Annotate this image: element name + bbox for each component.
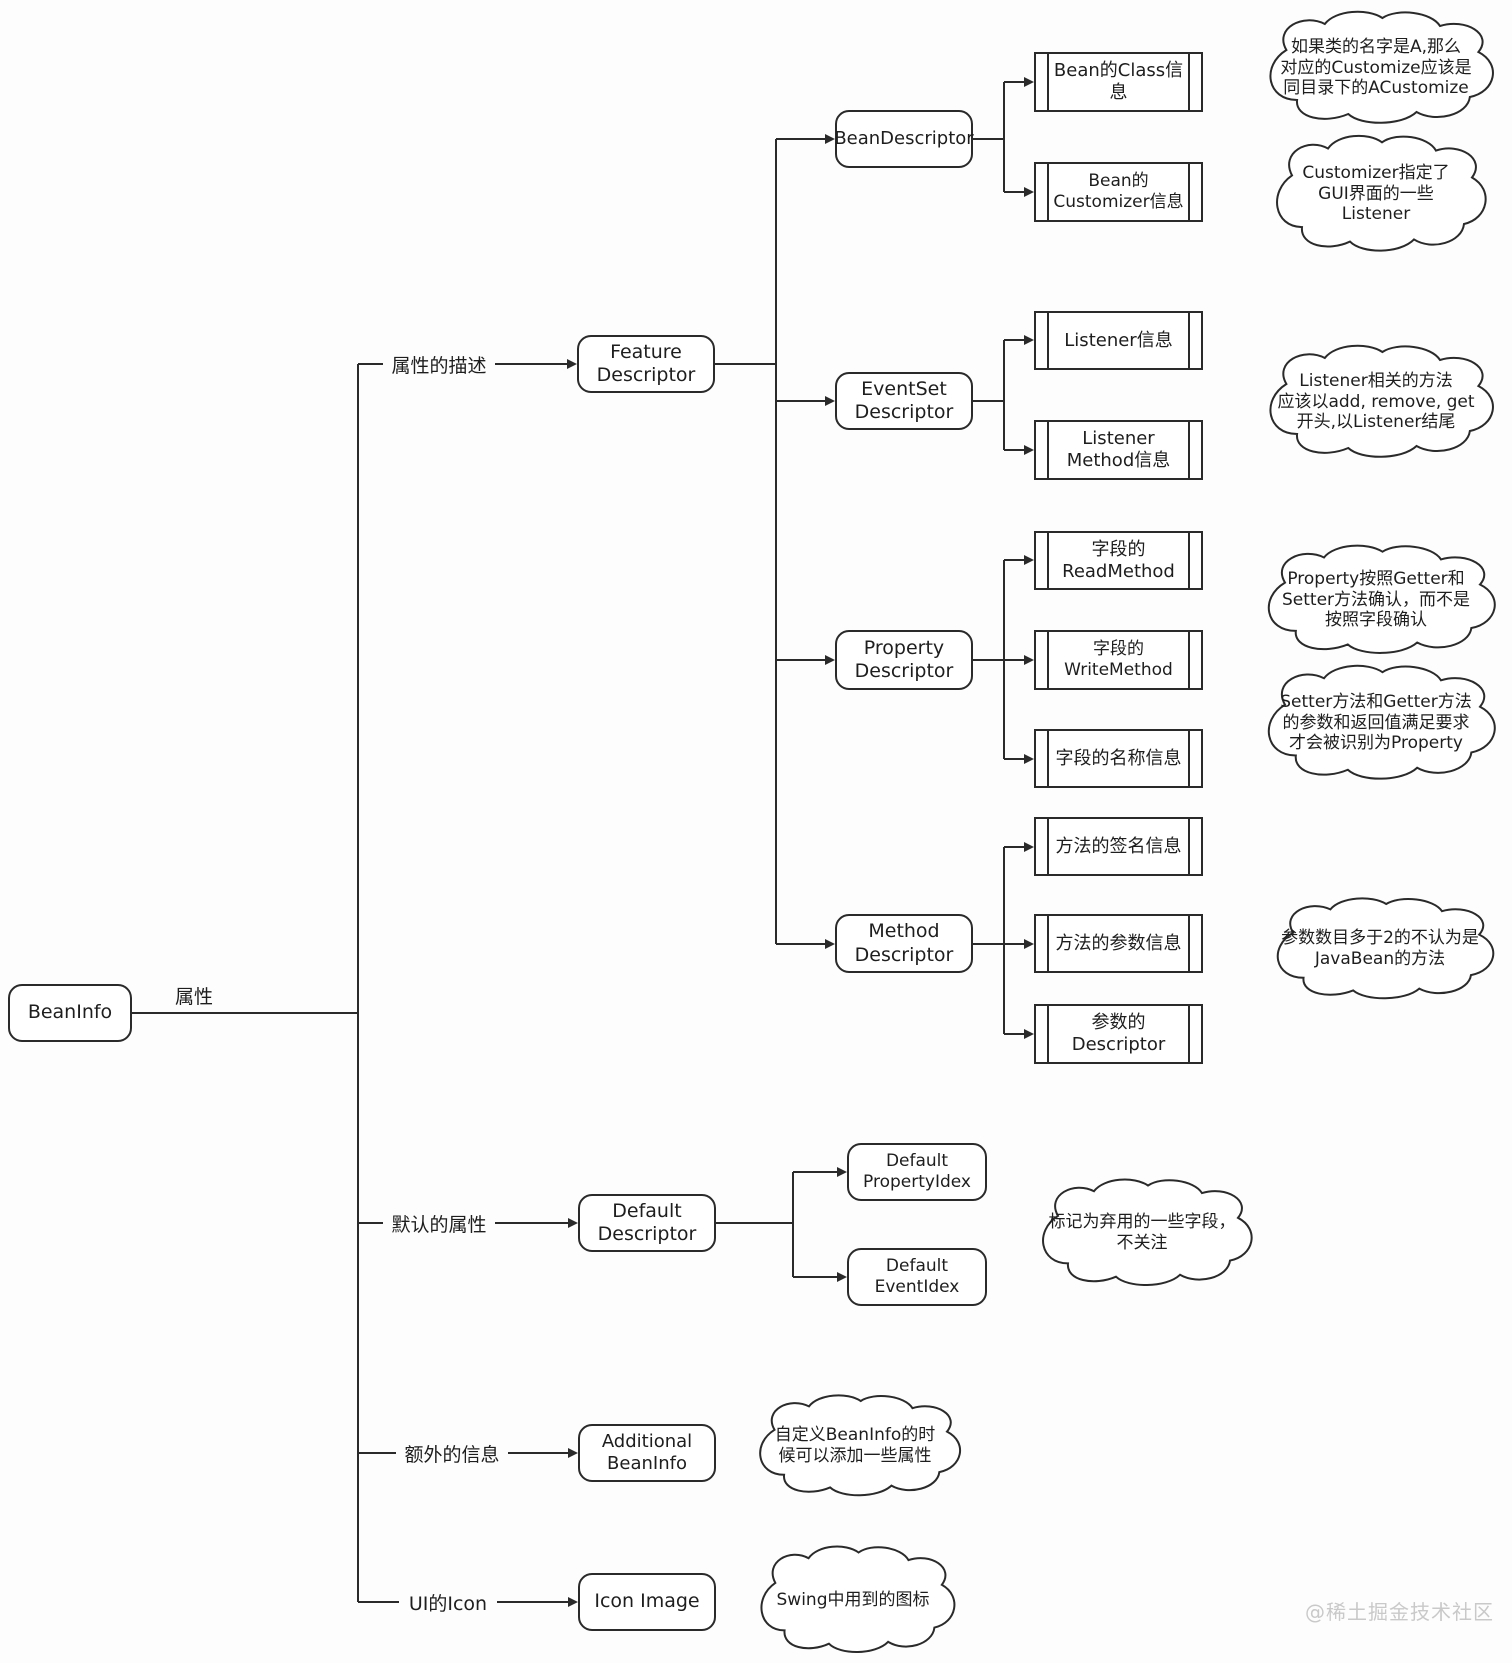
cloud-shape: [1248, 342, 1504, 462]
node-property-descriptor: Property Descriptor: [835, 630, 973, 690]
node-eventset-descriptor: EventSet Descriptor: [835, 372, 973, 430]
watermark: @稀土掘金技术社区: [1305, 1600, 1494, 1624]
node-default-event-idex: Default EventIdex: [847, 1248, 987, 1306]
cloud-deprecated-fields: 标记为弃用的一些字段， 不关注: [1022, 1176, 1262, 1290]
cloud-shape: [740, 1392, 970, 1500]
cloud-custom-beaninfo: 自定义BeanInfo的时 候可以添加一些属性: [740, 1392, 970, 1500]
leaf-write-method: 字段的 WriteMethod: [1034, 630, 1203, 690]
leaf-listener-info: Listener信息: [1034, 311, 1203, 370]
leaf-field-name-info: 字段的名称信息: [1034, 729, 1203, 788]
edge-label-additional: 额外的信息: [396, 1440, 508, 1466]
node-beaninfo: BeanInfo: [8, 984, 132, 1042]
cloud-swing-icon: Swing中用到的图标: [742, 1543, 964, 1657]
node-default-descriptor: Default Descriptor: [578, 1194, 716, 1252]
cloud-listener-methods: Listener相关的方法 应该以add, remove, get 开头,以Li…: [1248, 342, 1504, 462]
node-additional-beaninfo: Additional BeanInfo: [578, 1424, 716, 1482]
node-default-property-idex: Default PropertyIdex: [847, 1143, 987, 1201]
cloud-shape: [742, 1543, 964, 1657]
node-feature-descriptor: Feature Descriptor: [577, 335, 715, 393]
leaf-listener-method-info: Listener Method信息: [1034, 420, 1203, 480]
cloud-shape: [1256, 132, 1496, 256]
leaf-read-method: 字段的 ReadMethod: [1034, 531, 1203, 590]
node-method-descriptor: Method Descriptor: [835, 914, 973, 973]
edge-label-feature: 属性的描述: [383, 351, 495, 377]
cloud-setter-getter-rules: Setter方法和Getter方法 的参数和返回值满足要求 才会被识别为Prop…: [1246, 662, 1506, 784]
node-bean-descriptor: BeanDescriptor: [834, 110, 974, 168]
edge-label-default: 默认的属性: [383, 1210, 495, 1236]
leaf-method-params-info: 方法的参数信息: [1034, 914, 1203, 973]
leaf-bean-customizer-info: Bean的 Customizer信息: [1034, 162, 1203, 222]
cloud-customize-naming: 如果类的名字是A,那么 对应的Customize应该是 同目录下的ACustom…: [1248, 8, 1504, 128]
node-icon-image: Icon Image: [578, 1573, 716, 1631]
edge-label-property: 属性: [174, 985, 213, 1008]
edge-label-icon: UI的Icon: [399, 1589, 497, 1615]
cloud-param-count: 参数数目多于2的不认为是 JavaBean的方法: [1256, 895, 1504, 1003]
arrowheads: [567, 77, 1034, 1607]
leaf-param-descriptor: 参数的 Descriptor: [1034, 1004, 1203, 1064]
cloud-property-getter-setter: Property按照Getter和 Setter方法确认，而不是 按照字段确认: [1246, 542, 1506, 658]
cloud-shape: [1248, 8, 1504, 128]
leaf-method-signature-info: 方法的签名信息: [1034, 817, 1203, 876]
cloud-shape: [1246, 662, 1506, 784]
leaf-bean-class-info: Bean的Class信 息: [1034, 52, 1203, 112]
cloud-customizer-gui: Customizer指定了 GUI界面的一些 Listener: [1256, 132, 1496, 256]
cloud-shape: [1022, 1176, 1262, 1290]
cloud-shape: [1246, 542, 1506, 658]
cloud-shape: [1256, 895, 1504, 1003]
